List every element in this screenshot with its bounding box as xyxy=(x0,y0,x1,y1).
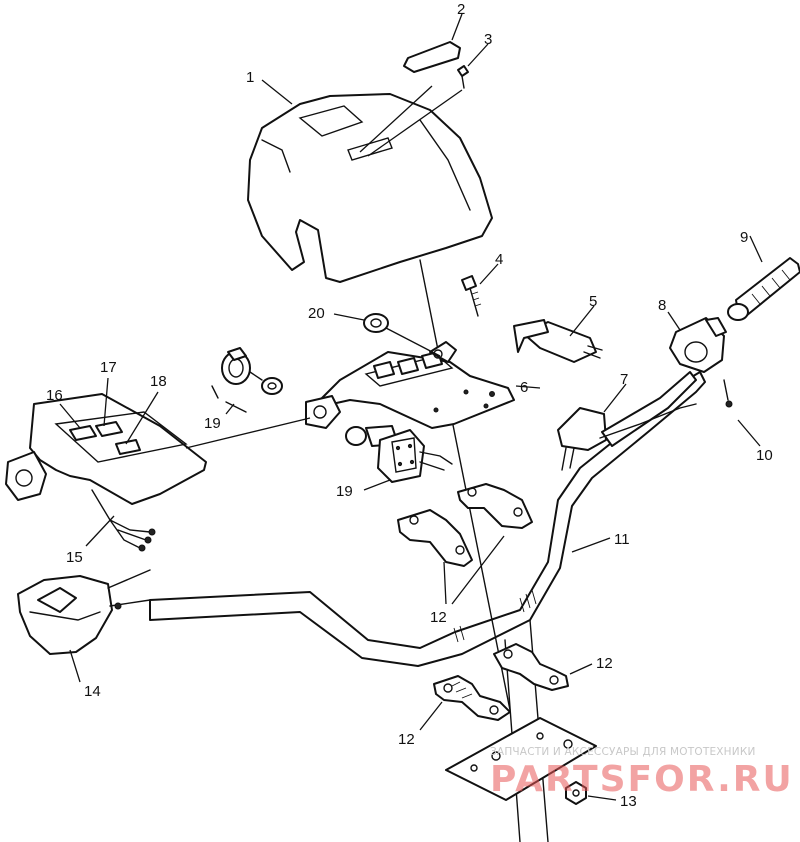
switch-bracket xyxy=(305,341,515,429)
key-switch xyxy=(345,425,453,483)
control-panel xyxy=(5,393,207,552)
callout-19-lower: 19 xyxy=(336,483,353,500)
callout-7: 7 xyxy=(620,371,628,388)
callout-labels: 1 2 3 4 5 20 6 7 8 9 10 11 12 12 12 13 1… xyxy=(46,1,773,810)
mount-bolt xyxy=(461,275,482,317)
callout-2: 2 xyxy=(457,1,465,18)
callout-12-lower: 12 xyxy=(398,731,415,748)
clamp-upper-right xyxy=(457,483,533,529)
cover-screw xyxy=(457,65,469,89)
callout-15: 15 xyxy=(66,549,83,566)
callout-10: 10 xyxy=(756,447,773,464)
callout-12-right: 12 xyxy=(596,655,613,672)
housing-screw xyxy=(723,379,733,408)
toggle-switch xyxy=(513,319,603,363)
handlebar-cover xyxy=(247,93,493,283)
brake-lever xyxy=(557,371,697,471)
callout-16: 16 xyxy=(46,387,63,404)
clamp-lower-right xyxy=(493,643,569,691)
throttle-housing xyxy=(669,317,727,373)
callout-11: 11 xyxy=(614,531,630,548)
hand-grip xyxy=(727,257,800,321)
cover-pad-leaders xyxy=(359,85,463,157)
clamp-upper-left xyxy=(397,509,473,567)
callout-12-upper: 12 xyxy=(430,609,447,626)
callout-20: 20 xyxy=(308,305,325,322)
clamp-lower-left xyxy=(433,675,511,721)
handlebar xyxy=(149,371,706,667)
callout-1: 1 xyxy=(246,69,254,86)
leader-lines xyxy=(59,13,763,801)
mount-plate xyxy=(445,717,597,801)
callout-19-upper: 19 xyxy=(204,415,221,432)
callout-4: 4 xyxy=(495,251,503,268)
switch-upper xyxy=(211,347,283,413)
callout-18: 18 xyxy=(150,373,167,390)
callout-8: 8 xyxy=(658,297,666,314)
callout-5: 5 xyxy=(589,293,597,310)
cover-pad xyxy=(403,41,461,73)
callout-13: 13 xyxy=(620,793,637,810)
callout-17: 17 xyxy=(100,359,117,376)
callout-6: 6 xyxy=(520,379,528,396)
grommet xyxy=(363,313,389,333)
left-control-housing xyxy=(17,569,151,655)
callout-14: 14 xyxy=(84,683,101,700)
callout-3: 3 xyxy=(484,31,492,48)
mount-nut xyxy=(565,781,587,805)
callout-9: 9 xyxy=(740,229,748,246)
